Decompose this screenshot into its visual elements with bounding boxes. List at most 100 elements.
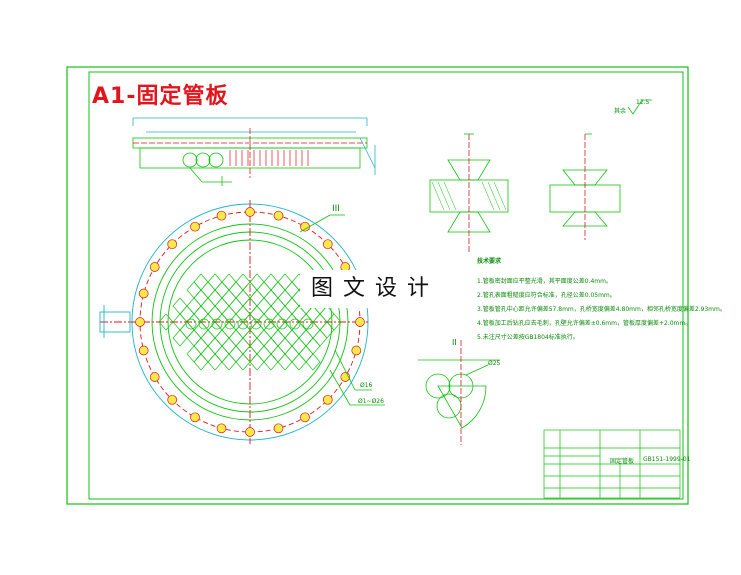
bolt-hole bbox=[216, 423, 227, 434]
note-item: 1.管板密封面应平整光滑，其平面度公差0.4mm。 bbox=[477, 278, 612, 285]
tube-cell bbox=[284, 329, 300, 347]
tube-cell bbox=[249, 305, 265, 323]
tube-cell bbox=[235, 289, 251, 307]
side-view bbox=[132, 117, 376, 178]
tube-cell bbox=[186, 329, 202, 347]
tube-hole bbox=[185, 318, 197, 330]
tube-cell bbox=[200, 329, 216, 347]
tube-cell bbox=[235, 273, 251, 291]
bolt-hole bbox=[245, 207, 255, 217]
tube-cell bbox=[179, 305, 195, 323]
tube-cell bbox=[291, 353, 307, 371]
tube-cell bbox=[291, 305, 307, 323]
section-label-ii: II bbox=[452, 338, 457, 347]
tube-cell bbox=[312, 329, 328, 347]
bolt-hole bbox=[190, 221, 200, 232]
tube-cell bbox=[207, 289, 223, 307]
tube-cell bbox=[291, 337, 307, 355]
tube-cell bbox=[263, 321, 279, 339]
tube-cell bbox=[263, 273, 279, 291]
tube-cell bbox=[221, 305, 237, 323]
detail-i bbox=[429, 133, 509, 252]
watermark: 图文设计 bbox=[300, 270, 450, 308]
roughness-prefix: 其余 bbox=[614, 108, 627, 115]
tube-cell bbox=[158, 313, 174, 331]
tube-cell bbox=[186, 281, 202, 299]
tube-cell bbox=[249, 337, 265, 355]
tube-cell bbox=[228, 281, 244, 299]
bolt-hole bbox=[245, 427, 255, 437]
bolt-hole bbox=[149, 262, 160, 272]
tube-cell bbox=[277, 289, 293, 307]
tube-hole bbox=[263, 318, 275, 330]
tube-cell bbox=[277, 273, 293, 291]
detail-ii bbox=[549, 133, 621, 240]
note-item: 4.管板加工后钻孔应去毛刺，孔壁允许偏差±0.6mm，管板厚度偏差+2.0mm。 bbox=[477, 320, 692, 327]
bolt-hole bbox=[322, 394, 333, 405]
roughness-value: 12.5 bbox=[636, 99, 650, 106]
tube-cell bbox=[228, 345, 244, 363]
side-view-holes bbox=[182, 152, 232, 186]
tube-cell bbox=[193, 353, 209, 371]
tube-cell bbox=[263, 353, 279, 371]
tube-cell bbox=[221, 289, 237, 307]
tube-cell bbox=[228, 297, 244, 315]
tube-cell bbox=[193, 289, 209, 307]
dimension-phi25: Ø25 bbox=[488, 360, 501, 367]
tube-cell bbox=[193, 337, 209, 355]
dimension-phi26: Ø1~Ø26 bbox=[358, 398, 384, 405]
side-view-hatch bbox=[229, 150, 309, 166]
note-item: 3.管板管孔中心距允许偏差57.8mm，孔桥宽度偏差4.80mm，相邻孔桥宽度偏… bbox=[477, 306, 726, 313]
tube-cell bbox=[270, 297, 286, 315]
detail-i-hatch bbox=[431, 181, 507, 211]
tube-hole bbox=[224, 318, 236, 330]
tube-cell bbox=[172, 297, 188, 315]
title-block-number: GB151-1999-01 bbox=[643, 456, 691, 463]
tube-hole bbox=[250, 318, 262, 330]
bolt-hole bbox=[135, 317, 145, 327]
bolt-hole bbox=[300, 221, 310, 232]
tube-cell bbox=[207, 321, 223, 339]
tube-cell bbox=[235, 305, 251, 323]
inner-frame bbox=[88, 71, 684, 500]
tube-cell bbox=[172, 329, 188, 347]
bolt-hole bbox=[273, 423, 284, 434]
tube-hole bbox=[289, 318, 301, 330]
tube-hole bbox=[198, 318, 210, 330]
tube-cell bbox=[256, 297, 272, 315]
tube-cell bbox=[305, 353, 321, 371]
tube-cell bbox=[214, 281, 230, 299]
bolt-hole bbox=[167, 239, 178, 250]
plan-view bbox=[99, 200, 369, 444]
tube-cell bbox=[249, 353, 265, 371]
tube-cell bbox=[214, 345, 230, 363]
tube-cell bbox=[256, 281, 272, 299]
tube-cell bbox=[235, 353, 251, 371]
tube-cell bbox=[277, 353, 293, 371]
tube-cell bbox=[270, 281, 286, 299]
tube-cell bbox=[284, 297, 300, 315]
tube-cell bbox=[263, 289, 279, 307]
tube-cell bbox=[207, 273, 223, 291]
section-label-iii: III bbox=[332, 204, 340, 214]
title-block-name: 固定管板 bbox=[610, 458, 635, 465]
tube-cell bbox=[305, 337, 321, 355]
tube-cell bbox=[298, 329, 314, 347]
notes-heading: 技术要求 bbox=[477, 258, 502, 265]
bolt-hole bbox=[138, 288, 149, 299]
bolt-hole bbox=[322, 239, 333, 250]
tube-cell bbox=[200, 297, 216, 315]
title-block bbox=[543, 429, 681, 499]
tube-cell bbox=[200, 345, 216, 363]
tube-cell bbox=[214, 329, 230, 347]
tube-hole bbox=[211, 318, 223, 330]
tube-cell bbox=[200, 281, 216, 299]
tube-cell bbox=[249, 289, 265, 307]
bolt-hole bbox=[355, 317, 365, 327]
tube-cell bbox=[298, 345, 314, 363]
note-item: 2.管孔表面粗糙度应符合标准，孔径公差0.05mm。 bbox=[477, 292, 616, 299]
tube-hole bbox=[237, 318, 249, 330]
tube-hole bbox=[302, 318, 314, 330]
tube-cell bbox=[256, 329, 272, 347]
bolt-hole bbox=[149, 372, 160, 382]
